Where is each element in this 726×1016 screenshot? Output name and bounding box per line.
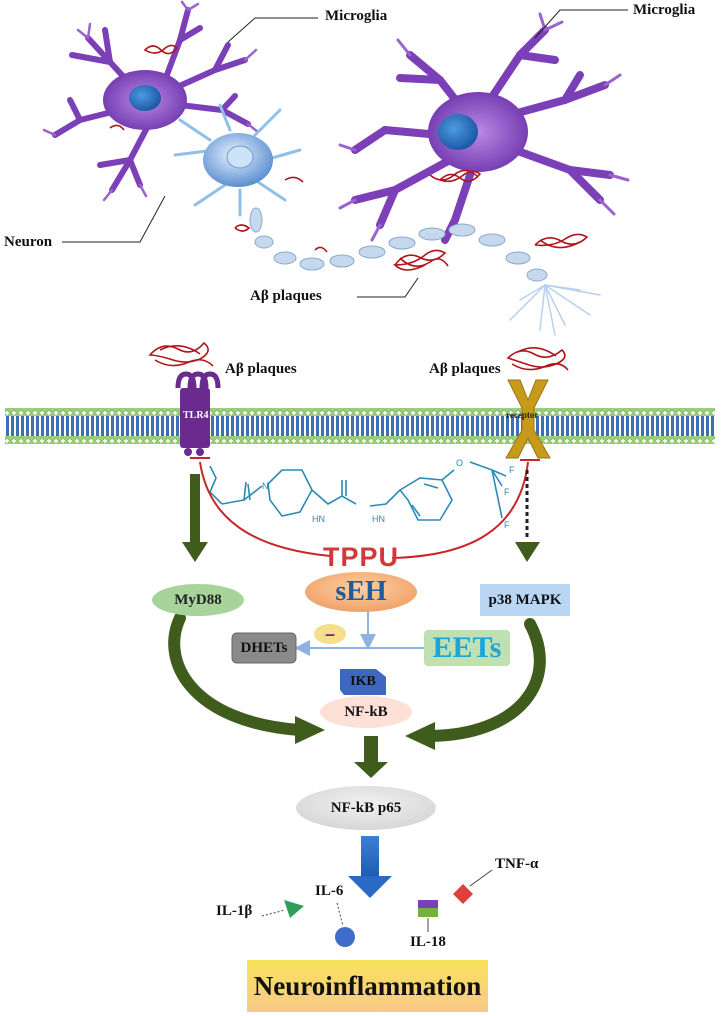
tnfa-label: TNF-α xyxy=(495,856,539,872)
tlr4-receptor xyxy=(175,371,221,456)
tppu-label: TPPU xyxy=(322,541,399,572)
leader-lines xyxy=(62,9,628,298)
curved-arrow-left xyxy=(168,612,325,744)
neuroinflammation-label: Neuroinflammation xyxy=(253,970,482,1001)
arrow-nfkb-p65 xyxy=(354,736,388,778)
il6-label: IL-6 xyxy=(315,883,344,899)
p38-node xyxy=(480,584,570,616)
atom-n: N xyxy=(262,481,269,491)
il6-glyph xyxy=(335,902,355,947)
tppu-inhibition-lines xyxy=(190,457,540,559)
tppu-molecule xyxy=(209,461,507,521)
nfkb-label: NF-kB xyxy=(344,703,388,720)
atom-hn-2: HN xyxy=(372,514,385,524)
dhets-node xyxy=(231,632,297,664)
minus-node xyxy=(314,624,346,644)
receptor-label: receptor xyxy=(506,410,539,420)
plaques-membrane xyxy=(148,341,569,371)
atom-f-2: F xyxy=(504,487,510,497)
dhets-label: DHETs xyxy=(240,639,288,656)
abeta-right-label: Aβ plaques xyxy=(429,361,501,377)
neuron-label: Neuron xyxy=(4,234,53,250)
ikb-label: IKB xyxy=(350,674,376,689)
myd88-node xyxy=(152,584,244,616)
il1b-label: IL-1β xyxy=(216,903,253,919)
ikb-node xyxy=(340,669,386,695)
arrow-receptor-p38 xyxy=(515,470,540,562)
eets-label: EETs xyxy=(432,631,502,664)
atom-f-3: F xyxy=(504,520,510,530)
microglia-right-label: Microglia xyxy=(633,2,696,18)
atom-hn-1: HN xyxy=(312,514,325,524)
nfkb-p65-label: NF-kB p65 xyxy=(330,799,402,816)
nfkb-node xyxy=(320,696,412,728)
plaques-top xyxy=(109,44,589,271)
seh-label: sEH xyxy=(335,576,387,607)
microglia-left-cell xyxy=(42,0,260,202)
p38-label: p38 MAPK xyxy=(488,591,562,608)
abeta-top-label: Aβ plaques xyxy=(250,288,322,304)
neuroinflammation-box: Neuroinflammation xyxy=(247,960,488,1012)
curved-arrow-right xyxy=(405,618,546,750)
seh-node xyxy=(305,572,417,612)
myd88-label: MyD88 xyxy=(174,591,222,608)
receptor-generic xyxy=(505,379,551,459)
tnfa-glyph xyxy=(453,869,493,904)
nfkb-p65-node xyxy=(296,786,436,830)
abeta-left-label: Aβ plaques xyxy=(225,361,297,377)
seh-conversion-arrows xyxy=(294,608,424,656)
atom-o: O xyxy=(456,458,463,468)
arrow-p65-cytokines xyxy=(348,836,392,898)
tlr4-label: TLR4 xyxy=(183,410,209,421)
il18-label: IL-18 xyxy=(410,934,446,950)
microglia-right-cell xyxy=(338,12,630,244)
neuron-cell xyxy=(173,103,601,336)
il1b-glyph xyxy=(261,900,304,918)
cell-membrane xyxy=(5,408,715,444)
eets-node xyxy=(424,630,510,666)
arrow-tlr4-myd88 xyxy=(182,474,208,562)
microglia-left-label: Microglia xyxy=(325,8,388,24)
il18-glyph xyxy=(418,900,438,932)
minus-label: – xyxy=(324,623,335,644)
atom-f-1: F xyxy=(509,465,515,475)
